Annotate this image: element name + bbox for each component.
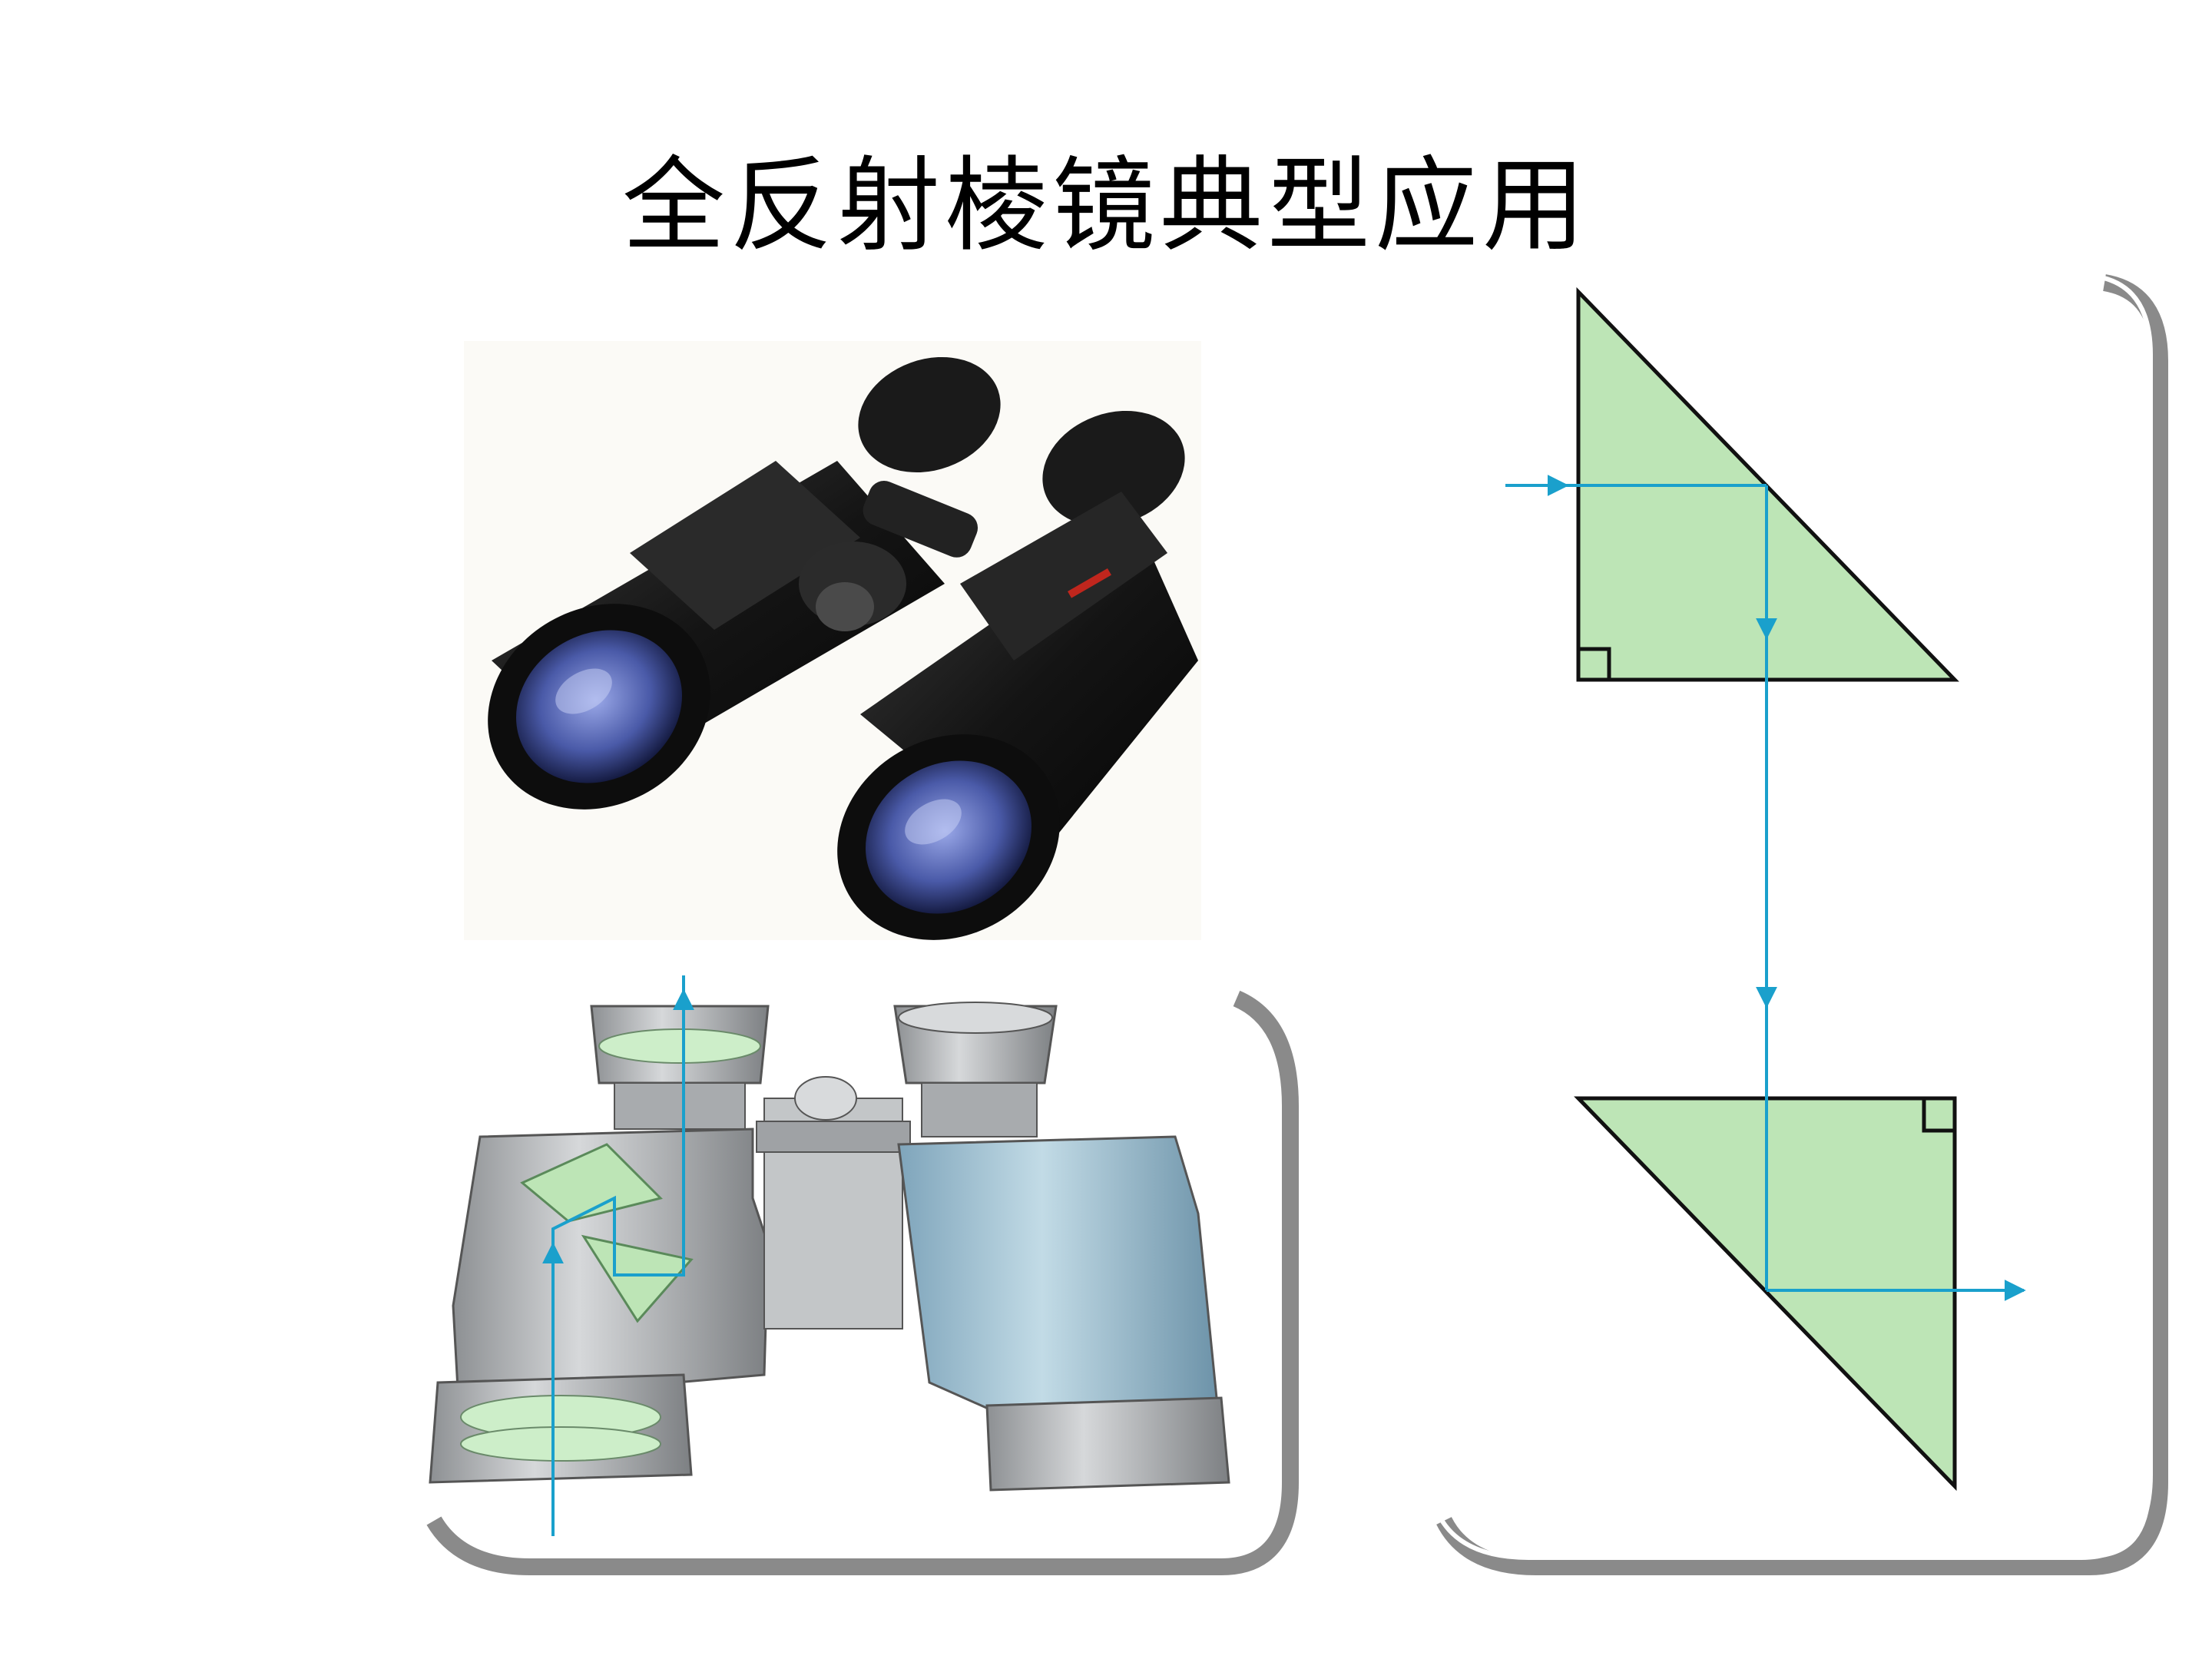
- porro-prism-icon: [1505, 292, 2024, 1486]
- binocular-cutaway-icon: [430, 975, 1229, 1536]
- binoculars-photo: [450, 338, 1201, 980]
- right-frame: [1438, 276, 2160, 1567]
